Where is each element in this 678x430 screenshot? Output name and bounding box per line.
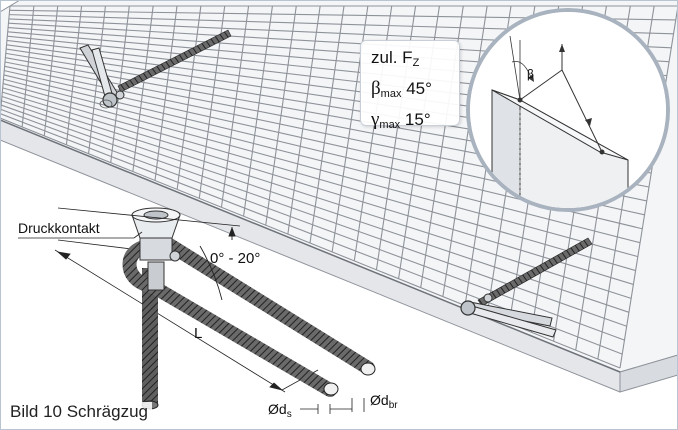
figure-caption: Bild 10 Schrägzug — [6, 402, 152, 422]
druckkontakt-label: Druckkontakt — [18, 220, 100, 236]
diameter-s-label: Øds — [268, 401, 292, 420]
diameter-br-label: Ødbr — [370, 392, 398, 411]
angle-range-label: 0° - 20° — [210, 250, 260, 267]
mesh-bar-transverse — [1, 95, 632, 299]
detail-circle: β — [466, 8, 670, 212]
length-label: L — [194, 325, 202, 342]
load-info-box: zul. FZ βmax 45° γmax 15° — [360, 40, 460, 131]
load-row: zul. FZ — [371, 48, 420, 69]
beta-row: βmax 45° — [371, 78, 432, 100]
mesh-bar-transverse — [0, 108, 625, 341]
diameter-dimensions — [300, 398, 365, 414]
lifting-anchor-top-left — [79, 29, 232, 109]
mesh-bar-transverse — [0, 104, 627, 327]
angle-indicator — [199, 226, 236, 301]
detail-beta-label: β — [527, 67, 534, 81]
slab-side-right — [619, 354, 678, 393]
lifting-anchor-bottom-right — [460, 237, 593, 338]
gamma-row: γmax 15° — [371, 109, 431, 131]
druckkontakt-leader — [18, 207, 241, 239]
mesh-bar-transverse — [2, 87, 636, 272]
mesh-bar-transverse — [2, 83, 638, 258]
length-dimension — [54, 239, 319, 393]
mesh-bar-transverse — [2, 91, 634, 285]
